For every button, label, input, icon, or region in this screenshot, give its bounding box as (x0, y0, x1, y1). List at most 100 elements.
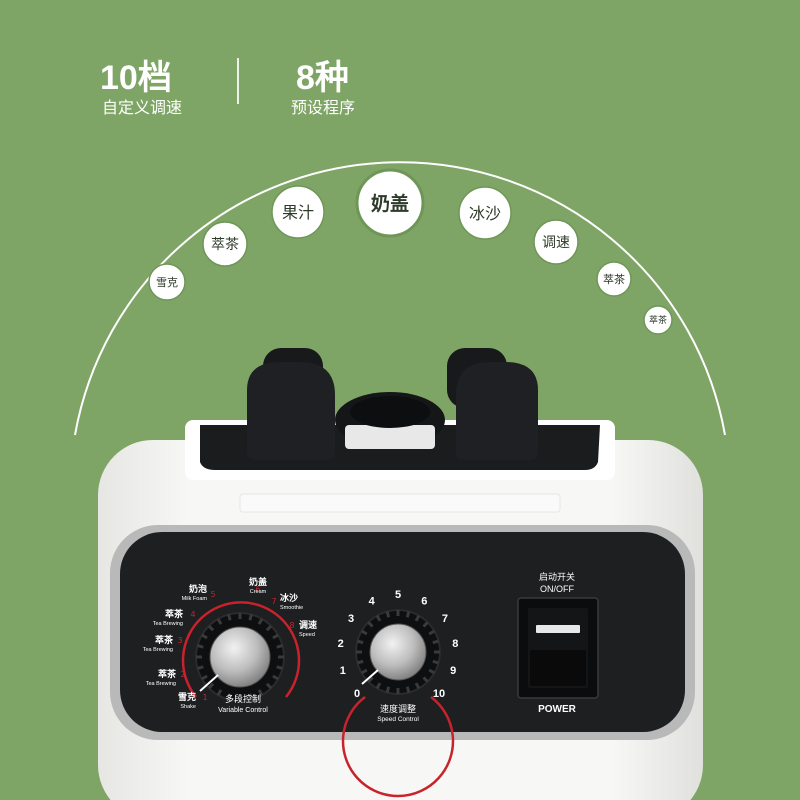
arc-badge-label: 调速 (542, 235, 570, 251)
program-mode-label-en: Milk Foam (182, 596, 208, 602)
speed-knob-grip (422, 676, 429, 683)
program-knob-grip (248, 693, 253, 700)
speed-knob-grip (367, 621, 374, 628)
program-mode-number: 2 (180, 670, 185, 679)
switch-label-zh: 启动开关 (539, 571, 575, 583)
speed-tick-label: 2 (338, 638, 344, 650)
speed-tick-label: 10 (433, 688, 445, 700)
speed-knob-grip (360, 668, 368, 675)
program-knob (209, 626, 271, 688)
arc-badge (271, 185, 325, 239)
arc-badge-label: 萃茶 (211, 237, 239, 253)
stat-speed-levels-label: 自定义调速 (102, 98, 183, 117)
program-mode-label-en: Tea Brewing (143, 647, 173, 653)
program-mode-label: 萃茶 (165, 608, 184, 620)
arc-badge-label: 果汁 (282, 203, 314, 222)
program-knob-grip (216, 689, 223, 696)
switch-rocker-lower (530, 650, 586, 686)
power-label: POWER (538, 704, 577, 715)
speed-knob-grip (357, 639, 364, 645)
program-mode-label-en: Tea Brewing (153, 621, 183, 627)
speed-tick-label: 1 (340, 665, 346, 677)
program-knob-grip (207, 682, 215, 690)
program-mode-label: 冰沙 (280, 592, 298, 604)
speed-knob-grip (428, 668, 436, 675)
speed-knob-pointer (361, 669, 379, 685)
speed-tick-label: 6 (421, 595, 427, 607)
speed-knob-grip (414, 614, 421, 622)
speed-knob-label-en: Speed Control (377, 716, 419, 723)
speed-knob (369, 623, 427, 681)
coupling-hole (350, 396, 430, 428)
speed-tick-label: 5 (395, 589, 401, 601)
arc-badges: 雪克萃茶果汁奶盖冰沙调速萃茶萃茶 (148, 168, 673, 335)
switch-indicator (536, 625, 580, 633)
program-mode-label: 萃茶 (155, 634, 174, 646)
speed-tick-label: 4 (369, 595, 376, 607)
program-knob-grip (276, 644, 283, 649)
arc-badge (202, 221, 248, 267)
arc-badge-label: 奶盖 (371, 192, 409, 215)
program-knob-grip (227, 614, 232, 621)
speed-knob-grip (432, 639, 439, 645)
program-knob-grip (276, 665, 283, 670)
program-knob-grip (207, 624, 215, 632)
program-knob-arc (181, 601, 301, 698)
lock-pad-front-right (456, 362, 538, 460)
program-arc (74, 161, 726, 436)
program-knob-grip (257, 618, 264, 625)
program-knob-grip (216, 618, 223, 625)
speed-tick-label: 8 (452, 638, 458, 650)
speed-tick-label: 7 (442, 613, 448, 625)
coupling-ring (345, 425, 435, 449)
speed-tick-label: 3 (348, 613, 354, 625)
speed-knob-grip (428, 629, 436, 636)
program-mode-number: 5 (210, 590, 215, 599)
speed-tick-label: 9 (450, 665, 456, 677)
stat-programs-number: 8种 (296, 59, 349, 97)
program-mode-label: 奶泡 (188, 583, 207, 595)
lock-pad-front-left (247, 362, 335, 460)
arc-badge (355, 168, 425, 238)
program-mode-number: 8 (289, 621, 294, 630)
program-knob-pointer (199, 674, 219, 692)
program-knob-grip (197, 644, 204, 649)
arc-badge-label: 雪克 (156, 276, 178, 289)
program-knob-grip (265, 682, 273, 690)
stat-programs-label: 预设程序 (291, 98, 356, 117)
arc-badge (643, 305, 673, 335)
arc-badge (596, 261, 632, 297)
program-knob-grip (265, 624, 273, 632)
program-mode-number: 1 (202, 693, 207, 702)
program-knob-grip (227, 693, 232, 700)
program-knob-grip (197, 665, 204, 670)
program-mode-number: 7 (271, 597, 276, 606)
program-knob-grip (272, 633, 279, 640)
program-knob-grip (248, 614, 253, 621)
program-mode-number: 4 (190, 610, 195, 619)
arc-badge-label: 萃茶 (603, 273, 625, 286)
switch-label-en: ON/OFF (540, 584, 574, 594)
arc-badge (148, 263, 186, 301)
arc-badge-label: 冰沙 (469, 204, 501, 223)
arc-badge (533, 219, 579, 265)
program-knob-grip (257, 689, 264, 696)
stat-speed-levels-number: 10档 (100, 59, 172, 97)
arc-badge (458, 186, 512, 240)
program-mode-label: 雪克 (178, 691, 196, 703)
program-knob-grip (272, 674, 279, 681)
program-mode-label: 奶盖 (248, 576, 267, 588)
speed-knob-grip (367, 676, 374, 683)
program-mode-number: 6 (255, 585, 260, 594)
speed-knob-grip (422, 621, 429, 628)
program-knob-label: 多段控制 (225, 693, 261, 705)
speed-knob-grip (414, 682, 421, 690)
program-knob-label-en: Variable Control (218, 707, 268, 714)
speed-tick-label: 0 (354, 688, 360, 700)
speed-knob-grip (357, 659, 364, 665)
sticker-strip (239, 493, 561, 513)
speed-knob-grip (360, 629, 368, 636)
speed-knob-grip (375, 682, 382, 690)
